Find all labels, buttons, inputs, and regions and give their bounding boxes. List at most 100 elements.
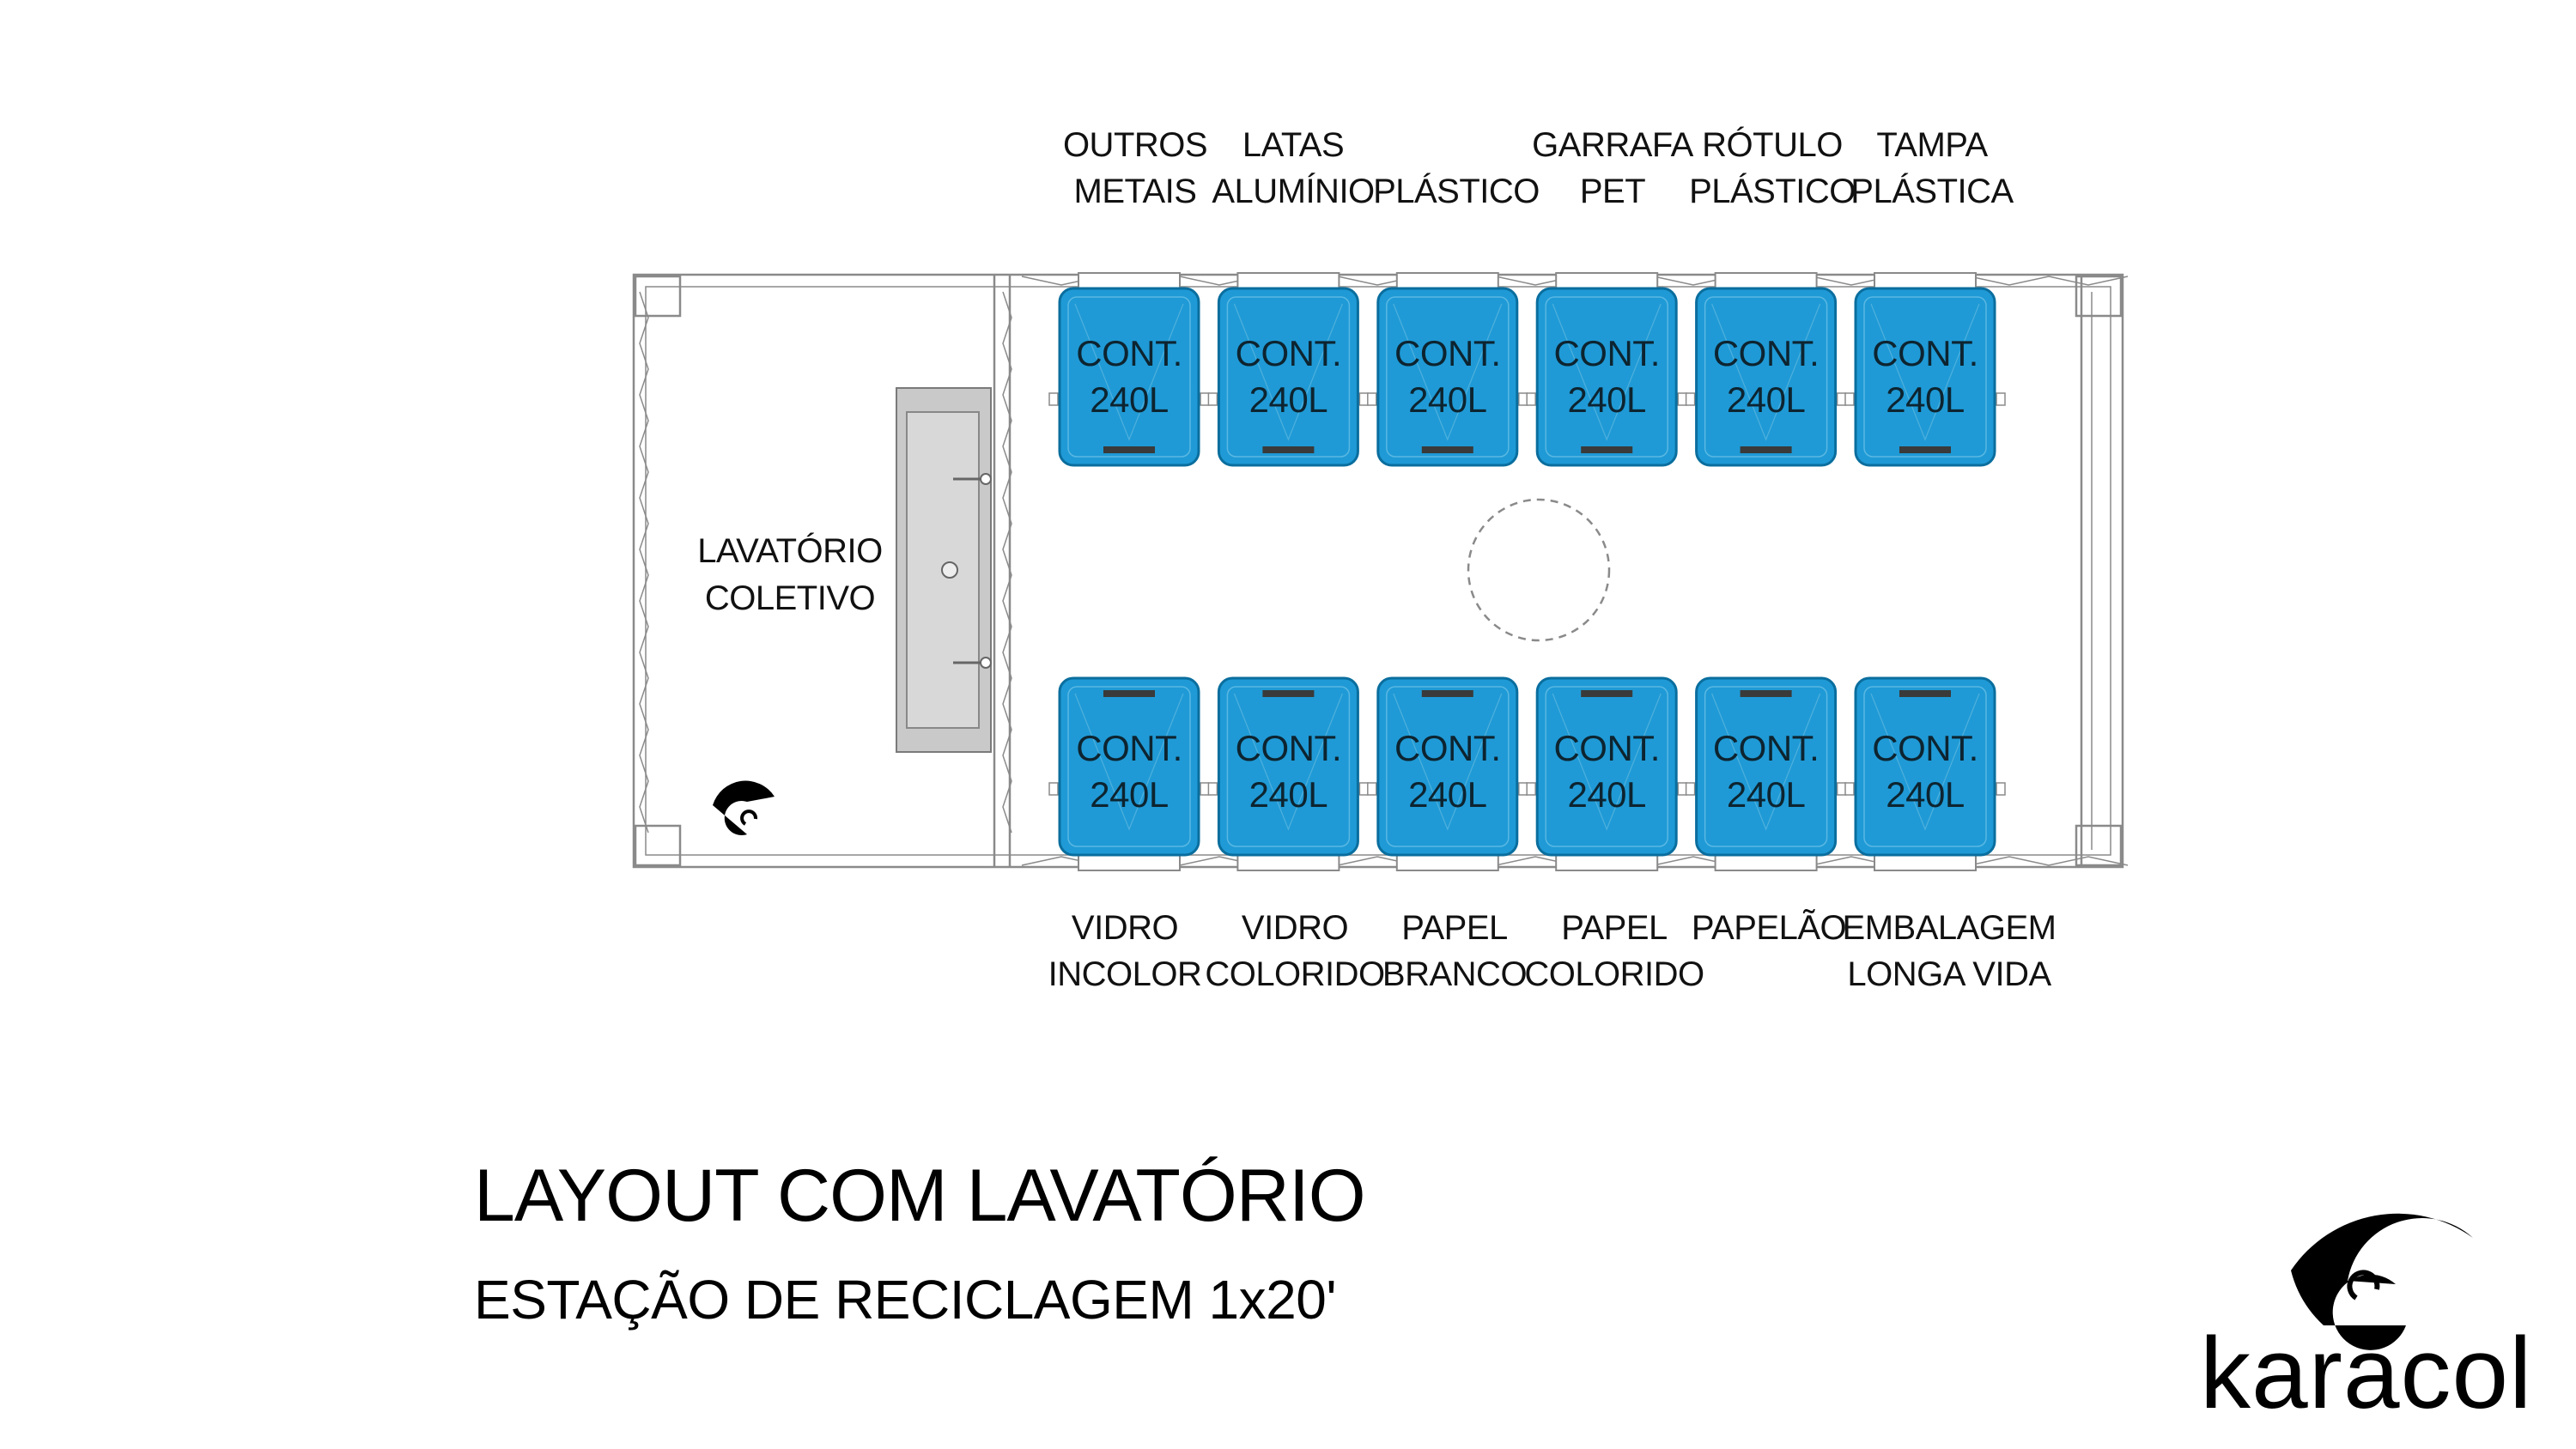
container-lid-line bbox=[1233, 303, 1343, 441]
washbasin-label-line1: LAVATÓRIO bbox=[697, 531, 883, 570]
top-category-label: PLÁSTICO bbox=[1689, 172, 1856, 210]
container-handle bbox=[1899, 446, 1951, 453]
container-wheel bbox=[1844, 392, 1855, 406]
container-wheel bbox=[1048, 392, 1059, 406]
container-label-line1: CONT. bbox=[1553, 728, 1660, 768]
container-lid bbox=[1386, 296, 1510, 458]
container-label-line2: 240L bbox=[1567, 379, 1645, 420]
bottom-category-label: BRANCO bbox=[1382, 955, 1527, 993]
container-240l: CONT.240L bbox=[1844, 272, 2006, 467]
container-handle bbox=[1899, 690, 1951, 697]
container-lid bbox=[1545, 686, 1668, 847]
container-handle bbox=[1581, 446, 1633, 453]
container-handle bbox=[1421, 690, 1473, 697]
container-wheel bbox=[1685, 782, 1696, 796]
container-body bbox=[1376, 676, 1519, 857]
container-lid bbox=[1704, 296, 1828, 458]
container-label-line1: CONT. bbox=[1713, 333, 1820, 373]
bottom-category-label: PAPEL bbox=[1561, 909, 1668, 947]
container-label-line1: CONT. bbox=[1394, 333, 1501, 373]
corner-post bbox=[634, 824, 682, 867]
top-category-label: ALUMÍNIO bbox=[1212, 172, 1374, 210]
karacol-logo: karacol bbox=[2200, 1213, 2532, 1430]
top-category-label: RÓTULO bbox=[1702, 125, 1843, 164]
container-wheel bbox=[1996, 782, 2006, 796]
brand-name: karacol bbox=[2200, 1317, 2532, 1430]
container-handle bbox=[1262, 690, 1315, 697]
bottom-category-label: PAPELÃO bbox=[1692, 908, 1846, 947]
container-240l: CONT. 240L bbox=[1367, 272, 1528, 467]
top-container-row: CONT. 240L CONT. 240L CONT. 240L CONT. 240L CONT… bbox=[1048, 272, 2006, 467]
container-outer-wall bbox=[632, 273, 2124, 869]
container-label-line2: 240L bbox=[1249, 774, 1327, 815]
container-label-line2: 240L bbox=[1567, 774, 1645, 815]
container-handle bbox=[1421, 446, 1473, 453]
container-label-line2: 240L bbox=[1249, 379, 1327, 420]
container-label-line1: CONT. bbox=[1076, 728, 1182, 768]
container-label-line2: 240L bbox=[1090, 774, 1168, 815]
container-handle bbox=[1103, 446, 1155, 453]
container-wheel bbox=[1526, 392, 1536, 406]
container-lid-line bbox=[1711, 303, 1821, 441]
container-body bbox=[1695, 287, 1838, 467]
container-wheel bbox=[1836, 782, 1847, 796]
top-category-label: PLÁSTICA bbox=[1850, 172, 2014, 210]
container-lid bbox=[1386, 686, 1510, 847]
container-handle bbox=[1740, 446, 1792, 453]
container-label-line2: 240L bbox=[1408, 379, 1486, 420]
drain-icon bbox=[941, 561, 958, 579]
container-label-line1: CONT. bbox=[1394, 728, 1501, 768]
page-subtitle: ESTAÇÃO DE RECICLAGEM 1x20' bbox=[474, 1269, 1336, 1331]
container-240l: CONT. 240L bbox=[1367, 676, 1528, 871]
container-label-line2: 240L bbox=[1408, 774, 1486, 815]
container-lid-line bbox=[1870, 693, 1980, 831]
container-240l: CONT. 240L bbox=[1844, 676, 2006, 871]
container-wheel bbox=[1677, 392, 1687, 406]
partition-corrugation bbox=[1002, 291, 1012, 834]
washbasin bbox=[896, 387, 992, 753]
container-wheel bbox=[1200, 782, 1210, 796]
top-category-labels: OUTROSMETAISLATASALUMÍNIOPLÁSTICOGARRAFA… bbox=[1063, 125, 2014, 210]
container-wheel bbox=[1836, 392, 1847, 406]
container-outline bbox=[632, 273, 2129, 869]
container-body bbox=[1535, 287, 1678, 467]
bottom-category-label: COLORIDO bbox=[1205, 955, 1384, 993]
corrugated-end-wall bbox=[639, 291, 649, 834]
container-label-line2: 240L bbox=[1090, 379, 1168, 420]
top-category-label: PET bbox=[1580, 173, 1645, 210]
container-handle bbox=[1581, 690, 1633, 697]
container-label-line1: CONT. bbox=[1076, 333, 1182, 373]
container-lid bbox=[1067, 686, 1191, 847]
container-label-line1: CONT. bbox=[1553, 333, 1660, 373]
container-label-line2: 240L bbox=[1886, 774, 1964, 815]
container-lid bbox=[1863, 686, 1987, 847]
top-category-label: GARRAFA bbox=[1532, 126, 1693, 164]
container-lid-line bbox=[1870, 303, 1980, 441]
container-label-line1: CONT. bbox=[1872, 333, 1978, 373]
container-240l: CONT. 240L bbox=[1048, 676, 1210, 871]
container-body bbox=[1217, 287, 1359, 467]
container-lid-line bbox=[1711, 693, 1821, 831]
container-wheel bbox=[1207, 782, 1218, 796]
container-handle bbox=[1740, 690, 1792, 697]
container-lid bbox=[1067, 296, 1191, 458]
top-category-label: METAIS bbox=[1074, 173, 1197, 210]
container-body bbox=[1376, 287, 1519, 467]
corner-post bbox=[634, 275, 682, 318]
container-label-line1: CONT. bbox=[1236, 728, 1342, 768]
top-category-label: TAMPA bbox=[1876, 126, 1988, 164]
karacol-snail-icon bbox=[2291, 1213, 2473, 1350]
container-body bbox=[1058, 676, 1200, 857]
bottom-category-label: COLORIDO bbox=[1524, 955, 1704, 993]
container-240l: CONT.240L bbox=[1685, 676, 1847, 871]
corner-post bbox=[2075, 824, 2123, 867]
container-label-line2: 240L bbox=[1727, 774, 1805, 815]
container-lid bbox=[1226, 296, 1351, 458]
container-label-line1: CONT. bbox=[1872, 728, 1978, 768]
turning-circle bbox=[1467, 498, 1611, 642]
container-body bbox=[1854, 287, 1996, 467]
container-wheel bbox=[1358, 782, 1370, 796]
container-wheel bbox=[1526, 782, 1536, 796]
page-title: LAYOUT COM LAVATÓRIO bbox=[474, 1155, 1365, 1237]
container-lid-line bbox=[1233, 693, 1343, 831]
